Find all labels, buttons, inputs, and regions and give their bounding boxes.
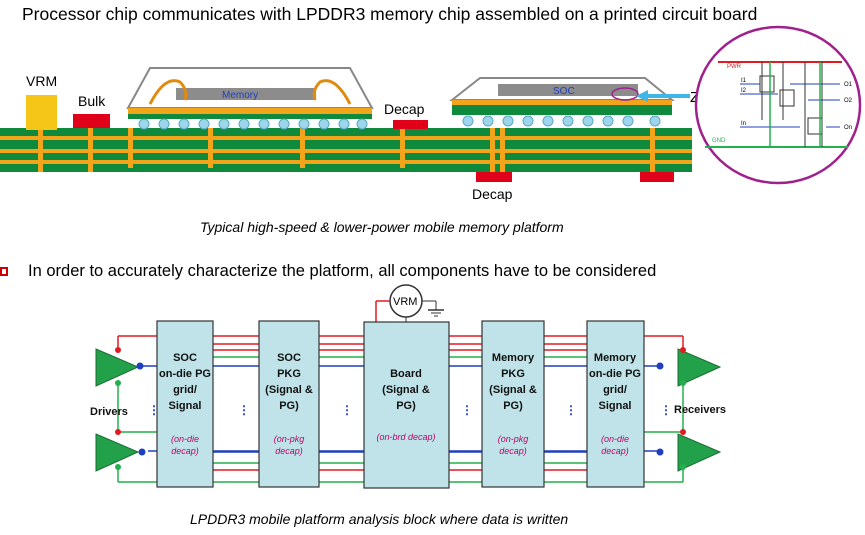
- svg-text:grid/: grid/: [173, 384, 197, 396]
- soc-package: SOC: [449, 77, 675, 127]
- svg-text:on-die PG: on-die PG: [159, 368, 211, 380]
- decap-top-capacitor: [393, 120, 428, 129]
- svg-text:(on-brd decap): (on-brd decap): [376, 432, 435, 442]
- svg-text:grid/: grid/: [603, 384, 627, 396]
- page-title: Processor chip communicates with LPDDR3 …: [22, 4, 758, 24]
- svg-text:(Signal &: (Signal &: [489, 384, 537, 396]
- svg-text:decap): decap): [499, 446, 527, 456]
- svg-text:⋮: ⋮: [238, 403, 250, 417]
- svg-text:O2: O2: [844, 98, 853, 104]
- receivers-label: Receivers: [674, 404, 726, 416]
- decap-bottom-capacitor: [476, 172, 512, 182]
- decap-top-label: Decap: [384, 101, 425, 117]
- svg-text:I2: I2: [741, 88, 747, 94]
- svg-text:PG): PG): [396, 400, 416, 412]
- svg-text:PWR: PWR: [727, 64, 742, 70]
- svg-text:SOC: SOC: [277, 352, 301, 364]
- svg-text:PG): PG): [503, 400, 523, 412]
- block-memory-pkg: Memory PKG (Signal & PG) (on-pkg decap): [481, 320, 545, 488]
- decap-bottom-label: Decap: [472, 186, 513, 202]
- svg-text:decap): decap): [601, 446, 629, 456]
- svg-text:(on-die: (on-die: [601, 434, 629, 444]
- decap-bottom-capacitor-2: [640, 172, 674, 182]
- zin-highlight-ellipse: [611, 87, 639, 101]
- top-diagram-caption: Typical high-speed & lower-power mobile …: [200, 219, 564, 235]
- svg-text:PKG: PKG: [501, 368, 525, 380]
- block-memory-die: Memory on-die PG grid/ Signal (on-die de…: [586, 320, 645, 488]
- svg-text:PG): PG): [279, 400, 299, 412]
- svg-text:SOC: SOC: [173, 352, 197, 364]
- svg-text:(on-die: (on-die: [171, 434, 199, 444]
- vrm-label: VRM: [26, 73, 57, 89]
- svg-text:Memory: Memory: [594, 352, 637, 364]
- vrm-component: [26, 95, 57, 130]
- block-soc-die: SOC on-die PG grid/ Signal (on-die decap…: [156, 320, 214, 488]
- svg-text:PKG: PKG: [277, 368, 301, 380]
- receiver-buffers: [656, 347, 722, 472]
- svg-text:Board: Board: [390, 368, 422, 380]
- svg-text:(on-pkg: (on-pkg: [498, 434, 529, 444]
- svg-text:(Signal &: (Signal &: [382, 384, 430, 396]
- svg-text:⋮: ⋮: [660, 403, 672, 417]
- svg-text:On: On: [844, 125, 852, 131]
- bullet-text: In order to accurately characterize the …: [28, 262, 657, 280]
- svg-text:Signal: Signal: [598, 400, 631, 412]
- block-board: Board (Signal & PG) (on-brd decap): [363, 321, 450, 489]
- block-diagram-caption: LPDDR3 mobile platform analysis block wh…: [190, 511, 569, 527]
- svg-text:decap): decap): [275, 446, 303, 456]
- svg-text:Signal: Signal: [168, 400, 201, 412]
- bulk-capacitor: [73, 114, 110, 128]
- bullet-square-icon: [0, 267, 8, 276]
- memory-chip-label: Memory: [222, 90, 258, 101]
- svg-text:O1: O1: [844, 82, 853, 88]
- io-circuit-zoom: PWR GND I1 I2 In: [694, 25, 862, 185]
- svg-text:Memory: Memory: [492, 352, 535, 364]
- block-diagram: VRM: [90, 284, 726, 489]
- driver-buffers: [95, 347, 146, 472]
- svg-text:⋮: ⋮: [565, 403, 577, 417]
- svg-text:GND: GND: [712, 138, 726, 144]
- svg-text:decap): decap): [171, 446, 199, 456]
- block-soc-pkg: SOC PKG (Signal & PG) (on-pkg decap): [258, 320, 320, 488]
- svg-text:⋮: ⋮: [461, 403, 473, 417]
- drivers-label: Drivers: [90, 406, 128, 418]
- svg-text:In: In: [741, 121, 746, 127]
- svg-text:(on-pkg: (on-pkg: [274, 434, 305, 444]
- pcb-cross-section: VRM Bulk Memory Decap: [0, 25, 862, 202]
- svg-text:(Signal &: (Signal &: [265, 384, 313, 396]
- memory-package: Memory: [126, 67, 374, 130]
- svg-text:on-die PG: on-die PG: [589, 368, 641, 380]
- svg-text:I1: I1: [741, 78, 747, 84]
- block-vrm-label: VRM: [393, 296, 417, 308]
- bulk-label: Bulk: [78, 93, 106, 109]
- svg-text:⋮: ⋮: [341, 403, 353, 417]
- soc-chip-label: SOC: [553, 86, 575, 97]
